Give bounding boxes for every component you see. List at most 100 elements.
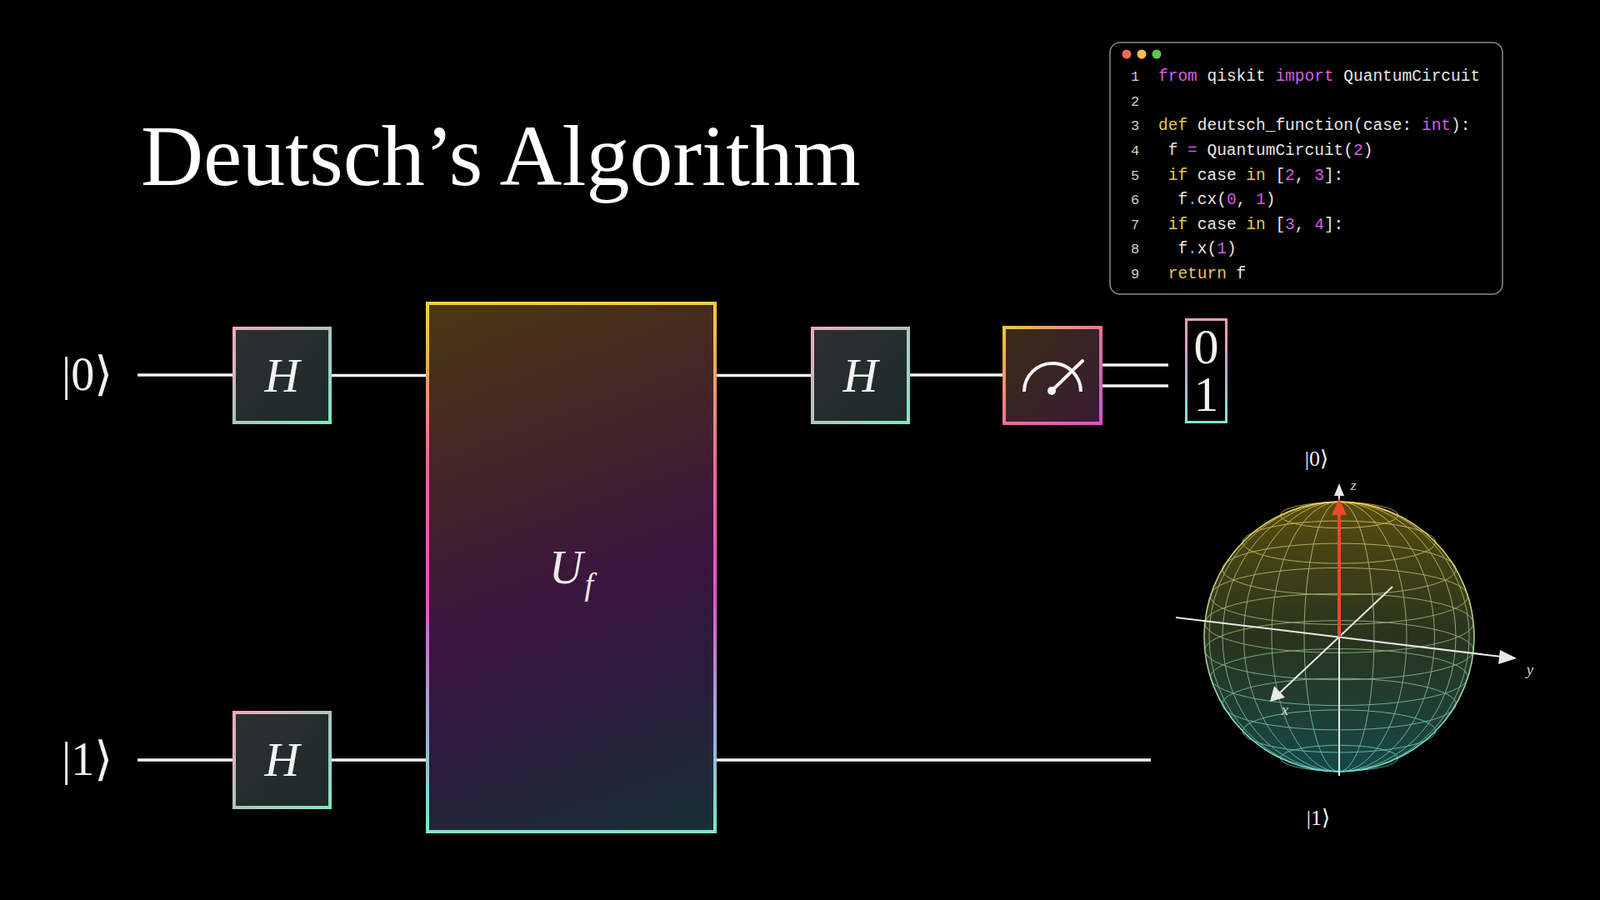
- code-token: cx(: [1197, 190, 1227, 210]
- code-token: import: [1275, 67, 1334, 86]
- qubit-wire: [331, 758, 426, 762]
- output-digit: 0: [1194, 323, 1220, 371]
- code-token: f: [1177, 240, 1188, 259]
- node-content: Uf: [549, 544, 594, 591]
- node-content: H: [265, 735, 300, 785]
- code-token: 3: [1314, 166, 1325, 185]
- axis-label: y: [1526, 661, 1534, 680]
- line-number: 8: [1125, 237, 1145, 263]
- meter-pivot: [1047, 386, 1056, 395]
- code-token: ]:: [1324, 166, 1344, 185]
- code-token: x(: [1197, 240, 1217, 259]
- gate-box: H: [232, 326, 332, 425]
- window-dot: [1152, 50, 1162, 60]
- code-line: def deutsch_function(case: int):: [1158, 114, 1470, 140]
- axis-label: x: [1281, 701, 1289, 720]
- code-token: =: [1187, 141, 1198, 160]
- code-token: from: [1158, 67, 1198, 86]
- code-token: .: [1187, 190, 1198, 210]
- oracle-box: Uf: [425, 301, 717, 834]
- qubit-wire: [331, 374, 426, 378]
- gate-label: H: [265, 351, 300, 400]
- line-number: 1: [1125, 65, 1145, 90]
- code-token: if: [1168, 215, 1188, 235]
- code-token: 0: [1226, 190, 1237, 210]
- code-token: ,: [1295, 215, 1305, 235]
- line-number: 6: [1125, 188, 1145, 214]
- axis-label: y: [1526, 660, 1534, 679]
- code-token: int: [1421, 116, 1451, 135]
- code-token: def: [1158, 116, 1188, 135]
- gate-label: H: [265, 735, 300, 785]
- node-content: 01: [1194, 323, 1220, 419]
- code-token: ,: [1236, 190, 1247, 210]
- code-token: 1: [1216, 240, 1227, 259]
- state-ket: |0⟩: [61, 349, 113, 401]
- window-dot: [1122, 50, 1132, 60]
- code-line: ifcasein [2, 3]:: [1168, 164, 1345, 190]
- code-token: f: [1168, 141, 1179, 160]
- code-line: from qiskit import QuantumCircuit: [1158, 65, 1480, 90]
- line-number: 4: [1125, 139, 1145, 165]
- code-token: f: [1236, 265, 1247, 284]
- axis-label: x: [1281, 700, 1289, 719]
- line-number: 7: [1125, 213, 1145, 239]
- code-token: ): [1265, 190, 1276, 210]
- pole-label: |0⟩: [1305, 446, 1329, 471]
- pole-label: |1⟩: [1306, 805, 1330, 830]
- code-token: deutsch_function(case:: [1197, 116, 1412, 135]
- code-token: if: [1168, 166, 1188, 185]
- code-window: [1110, 42, 1503, 295]
- meter-needle: [1051, 360, 1083, 391]
- code-line: ifcasein[3,4]:: [1168, 213, 1345, 239]
- code-token: case: [1197, 166, 1237, 185]
- code-line: f.x(1): [1177, 237, 1236, 263]
- gate-label: U: [549, 544, 583, 591]
- gate-label: f: [584, 568, 594, 600]
- node-content: H: [843, 351, 879, 400]
- code-token: ,: [1295, 166, 1305, 185]
- code-token: QuantumCircuit(: [1206, 141, 1354, 160]
- pole-label: |1⟩: [1306, 806, 1330, 831]
- code-token: .: [1187, 240, 1198, 259]
- code-line: f.cx(0, 1): [1177, 188, 1275, 214]
- code-token: in: [1245, 166, 1265, 185]
- code-token: ): [1226, 240, 1237, 259]
- line-number: 9: [1125, 262, 1145, 288]
- code-token: 3: [1285, 215, 1295, 235]
- line-number: 3: [1125, 114, 1145, 140]
- code-token: QuantumCircuit: [1343, 67, 1480, 86]
- gate-label: H: [843, 351, 879, 400]
- state-ket: |0⟩: [61, 348, 113, 400]
- gate-box: H: [232, 710, 332, 810]
- axis-label: z: [1350, 477, 1357, 494]
- gate-box: H: [810, 326, 910, 425]
- output-box: 01: [1185, 318, 1228, 424]
- qubit-wire: [716, 374, 811, 378]
- code-token: [: [1275, 215, 1285, 235]
- code-token: 2: [1353, 141, 1364, 160]
- code-token: 4: [1314, 215, 1325, 235]
- node-content: H: [265, 351, 300, 400]
- bloch-sphere: [1175, 483, 1517, 776]
- window-dot: [1137, 50, 1147, 60]
- code-token: ):: [1450, 116, 1470, 135]
- code-token: [: [1275, 166, 1285, 185]
- code-token: qiskit: [1207, 67, 1266, 86]
- code-token: f: [1177, 190, 1188, 210]
- state-ket: |1⟩: [61, 733, 113, 785]
- code-token: 2: [1285, 166, 1295, 185]
- code-token: ): [1363, 141, 1374, 160]
- code-line: returnf: [1168, 262, 1247, 288]
- code-token: in: [1245, 215, 1265, 235]
- axis-label: z: [1350, 478, 1357, 495]
- code-line: f = QuantumCircuit(2): [1168, 139, 1374, 165]
- state-ket: |1⟩: [61, 734, 113, 786]
- code-token: 1: [1255, 190, 1266, 210]
- measurement-box: [1004, 327, 1101, 424]
- title: Deutsch’s Algorithm: [140, 112, 861, 200]
- code-token: case: [1197, 215, 1237, 235]
- line-number: 5: [1125, 164, 1145, 190]
- code-token: return: [1168, 265, 1227, 284]
